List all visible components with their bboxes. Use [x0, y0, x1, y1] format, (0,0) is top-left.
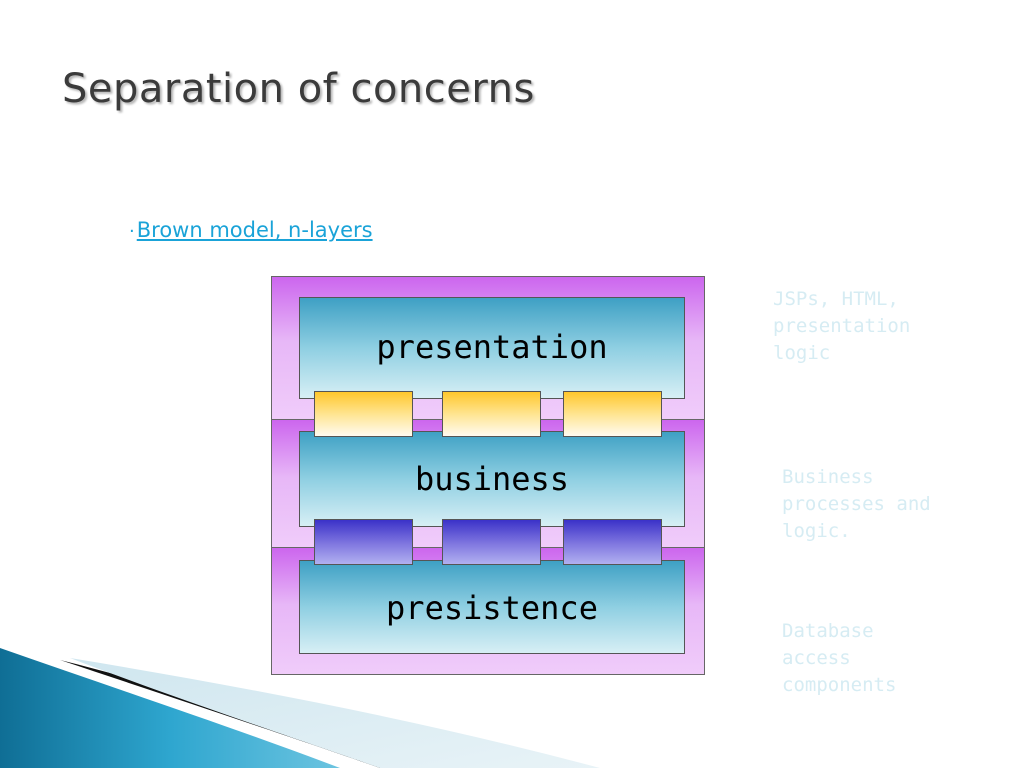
brown-model-link[interactable]: Brown model, n-layers [136, 218, 373, 242]
presentation-business-connector [442, 391, 541, 437]
business-persistence-connector [563, 519, 662, 565]
presentation-label: presentation [376, 328, 608, 366]
business-persistence-connector [314, 519, 413, 565]
presentation-layer-box: presentation [299, 297, 685, 399]
persistence-label: presistence [386, 589, 598, 627]
bullet-marker: · [129, 221, 135, 242]
business-persistence-connector [442, 519, 541, 565]
presentation-business-connector [314, 391, 413, 437]
persistence-layer-box: presistence [299, 560, 685, 654]
business-layer-box: business [299, 431, 685, 527]
business-label: business [414, 460, 570, 498]
bullet-item: ·Brown model, n-layers [129, 218, 373, 242]
persistence-note: Database access components [782, 620, 897, 696]
slide-title: Separation of concerns [62, 66, 535, 112]
business-note: Business processes and logic. [782, 466, 931, 542]
presentation-note: JSPs, HTML, presentation logic [773, 288, 911, 364]
presentation-business-connector [563, 391, 662, 437]
